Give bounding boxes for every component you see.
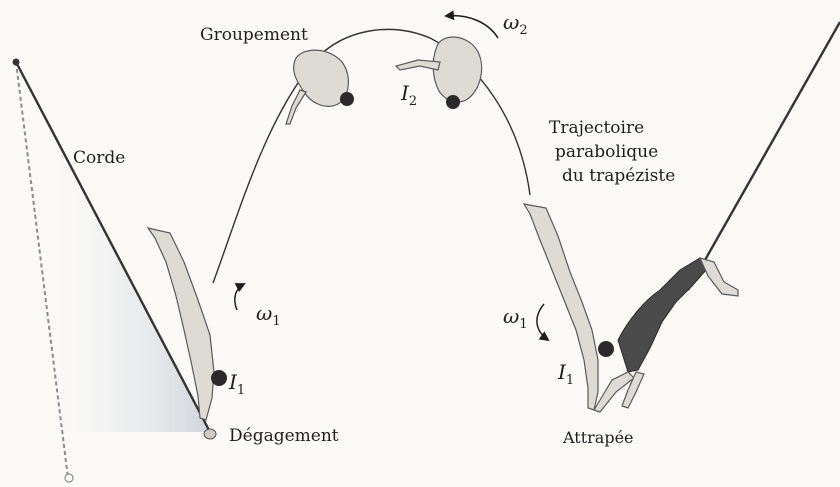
- head-dark: [446, 95, 460, 109]
- trajectory-curve: [213, 29, 530, 283]
- label-trajectoire-2: parabolique: [555, 142, 658, 162]
- omega1-right-arrow: [537, 304, 548, 340]
- catcher: [594, 258, 738, 412]
- omega1-left-symbol: ω1: [256, 301, 281, 329]
- label-corde: Corde: [73, 148, 125, 168]
- head-dark: [598, 341, 614, 357]
- trapezist-tucked-1: [286, 50, 354, 124]
- rope-rest-end: [65, 474, 73, 482]
- omega1-left-arrow: [235, 284, 244, 310]
- I2-symbol: I2: [400, 81, 417, 109]
- I1-right-symbol: I1: [557, 360, 574, 388]
- omega1-right-symbol: ω1: [503, 304, 528, 332]
- omega2-arrow: [446, 16, 498, 38]
- omega2-symbol: ω2: [503, 10, 528, 38]
- label-degagement: Dégagement: [229, 426, 339, 446]
- release-point: [204, 429, 216, 439]
- label-trajectoire-3: du trapéziste: [562, 166, 675, 186]
- label-trajectoire-1: Trajectoire: [549, 118, 644, 138]
- rope-right: [688, 22, 840, 290]
- label-groupement: Groupement: [200, 25, 308, 45]
- head-dark: [340, 92, 354, 106]
- head-dark: [211, 370, 227, 386]
- I1-left-symbol: I1: [228, 370, 245, 398]
- label-attrapee: Attrapée: [562, 428, 634, 447]
